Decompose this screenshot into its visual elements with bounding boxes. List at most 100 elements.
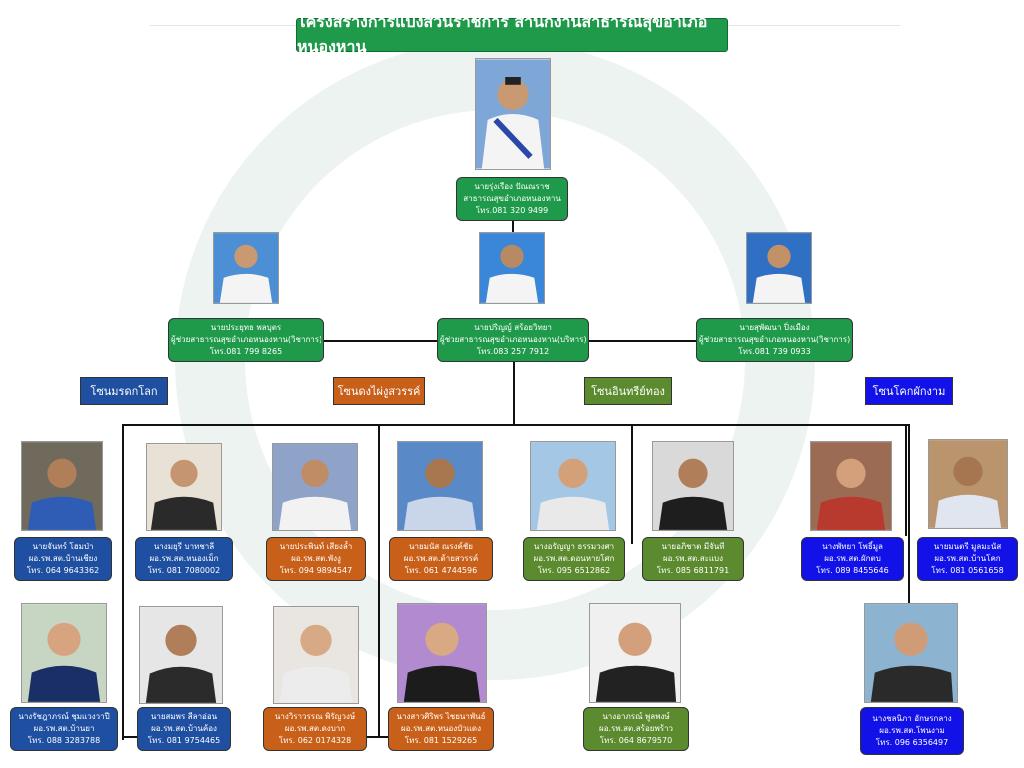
person-phone: โทร. 081 1529265 — [404, 736, 478, 745]
person-name: นางสาวศิริพร ไชยนาพันธ์ — [396, 712, 486, 721]
portrait-photo — [21, 603, 107, 703]
connector — [364, 736, 394, 738]
person-unit: ผอ.รพ.สต.พังงู — [291, 554, 341, 563]
portrait-photo — [397, 441, 483, 531]
person-unit: ผอ.รพ.สต.ดอนหายโศก — [533, 554, 615, 563]
person-name: นางรัชฎาภรณ์ ชุมแวงวาปี — [18, 712, 110, 721]
person-phone: โทร. 064 9643362 — [26, 566, 100, 575]
person-name: นางพัทยา โพธิ์มูล — [822, 542, 883, 551]
staff-card: นายจันทร์ โฮมป่า ผอ.รพ.สต.บ้านเชียง โทร.… — [14, 537, 112, 581]
person-unit: ผอ.รพ.สต.หนองเม็ก — [149, 554, 219, 563]
person-phone: โทร. 088 3283788 — [27, 736, 101, 745]
person-phone: โทร. 089 8455646 — [816, 566, 889, 575]
connector — [122, 736, 142, 738]
portrait-photo — [746, 232, 812, 304]
person-phone: โทร. 081 7080002 — [147, 566, 221, 575]
zone-label: โซนโคกผักงาม — [865, 377, 953, 405]
connector — [513, 358, 515, 425]
portrait-photo — [810, 441, 892, 531]
person-phone: โทร. 094 9894547 — [279, 566, 353, 575]
person-phone: โทร. 061 4744596 — [404, 566, 478, 575]
staff-card: นายมนตรี มูลมะนัส ผอ.รพ.สต.บ้านโคก โทร. … — [917, 537, 1018, 581]
staff-card: นางมยุรี บาทชาลี ผอ.รพ.สต.หนองเม็ก โทร. … — [135, 537, 233, 581]
portrait-photo — [652, 441, 734, 531]
staff-card: นายมนัส ณรงค์ชัย ผอ.รพ.สต.ด้ายสวรรค์ โทร… — [389, 537, 493, 581]
staff-card: นายอภิชาต มีจันที ผอ.รพ.สต.สะแบง โทร. 08… — [642, 537, 744, 581]
person-phone: โทร. 062 0174328 — [278, 736, 352, 745]
person-phone: โทร. 081 0561658 — [931, 566, 1004, 575]
person-name: นายอภิชาต มีจันที — [661, 542, 725, 551]
person-phone: โทร. 085 6811791 — [656, 566, 730, 575]
person-unit: ผอ.รพ.สต.บ้านเชียง — [28, 554, 98, 563]
connector — [122, 424, 124, 740]
staff-card: นายสมพร สีลาอ่อน ผอ.รพ.สต.บ้านค้อง โทร. … — [137, 707, 231, 751]
person-phone: โทร.081 739 0933 — [738, 347, 811, 356]
person-unit: ผอ.รพ.สต.ด้ายสวรรค์ — [403, 554, 479, 563]
person-name: นายมนัส ณรงค์ชัย — [409, 542, 473, 551]
portrait-photo — [864, 603, 958, 703]
person-unit: ผอ.รพ.สต.บ้านค้อง — [151, 724, 217, 733]
person-name: นายสมพร สีลาอ่อน — [150, 712, 218, 721]
person-name: นายปริญญ์ สร้อยวิทยา — [474, 323, 552, 332]
person-name: นางวิราวรรณ พิรัญวงษ์ — [274, 712, 356, 721]
staff-card: นางรัชฎาภรณ์ ชุมแวงวาปี ผอ.รพ.สต.บ้านยา … — [10, 707, 118, 751]
portrait-photo — [146, 443, 222, 531]
connector — [908, 424, 910, 604]
zone-label: โซนอินทรีย์ทอง — [584, 377, 672, 405]
connector — [122, 424, 908, 426]
person-phone: โทร. 064 8679570 — [599, 736, 673, 745]
portrait-photo — [139, 606, 223, 704]
portrait-photo — [213, 232, 279, 304]
person-name: นายจันทร์ โฮมป่า — [32, 542, 94, 551]
staff-card: นางสาวศิริพร ไชยนาพันธ์ ผอ.รพ.สต.หนองบัว… — [388, 707, 494, 751]
person-name: นางอาภรณ์ พูลพงษ์ — [602, 712, 670, 721]
staff-card: นางอาภรณ์ พูลพงษ์ ผอ.รพ.สต.สร้อยพร้าว โท… — [583, 707, 689, 751]
person-unit: ผอ.รพ.สต.บ้านยา — [33, 724, 95, 733]
portrait-photo — [272, 443, 358, 531]
staff-card: นายประพินท์ เสียงล้ำ ผอ.รพ.สต.พังงู โทร.… — [266, 537, 366, 581]
staff-card: นางชลนิภา อักษรกลาง ผอ.รพ.สต.โพนงาม โทร.… — [860, 707, 964, 755]
page-title: โครงสร้างการแบ่งส่วนราชการ สำนักงานสาธาร… — [296, 12, 728, 56]
person-name: นางมยุรี บาทชาลี — [153, 542, 215, 551]
head-card: นายรุ่งเรือง ปัณณราช สาธารณสุขอำเภอหนองห… — [456, 177, 568, 221]
connector — [905, 424, 907, 536]
portrait-photo — [479, 232, 545, 304]
person-role: สาธารณสุขอำเภอหนองหาน — [463, 194, 561, 203]
person-phone: โทร. 095 6512862 — [537, 566, 611, 575]
person-role: ผู้ช่วยสาธารณสุขอำเภอหนองหาน(วิชาการ) — [699, 335, 850, 344]
person-phone: โทร. 081 9754465 — [147, 736, 221, 745]
connector — [512, 220, 514, 232]
person-unit: ผอ.รพ.สต.บ้านโคก — [934, 554, 1001, 563]
person-role: ผู้ช่วยสาธารณสุขอำเภอหนองหาน(บริหาร) — [440, 335, 586, 344]
zone-label: โซนมรดกโลก — [80, 377, 168, 405]
portrait-photo — [21, 441, 103, 531]
staff-card: นางอรัญญา ธรรมวงศา ผอ.รพ.สต.ดอนหายโศก โท… — [523, 537, 625, 581]
connector — [631, 424, 633, 544]
person-unit: ผอ.รพ.สต.หนองบัวแดง — [400, 724, 482, 733]
person-unit: ผอ.รพ.สต.ดงบาก — [284, 724, 346, 733]
person-unit: ผอ.รพ.สต.ผักตบ — [824, 554, 881, 563]
connector — [378, 424, 380, 736]
portrait-photo — [397, 603, 487, 703]
deputy-card: นายประยุทธ พลบุตร ผู้ช่วยสาธารณสุขอำเภอห… — [168, 318, 324, 362]
portrait-photo — [530, 441, 616, 531]
person-name: นางอรัญญา ธรรมวงศา — [533, 542, 615, 551]
person-phone: โทร. 096 6356497 — [875, 738, 949, 747]
person-name: นางชลนิภา อักษรกลาง — [872, 714, 952, 723]
person-name: นายประยุทธ พลบุตร — [210, 323, 282, 332]
portrait-photo — [475, 58, 551, 170]
person-unit: ผอ.รพ.สต.สร้อยพร้าว — [599, 724, 673, 733]
staff-card: นางวิราวรรณ พิรัญวงษ์ ผอ.รพ.สต.ดงบาก โทร… — [263, 707, 367, 751]
person-name: นายประพินท์ เสียงล้ำ — [279, 542, 353, 551]
person-role: ผู้ช่วยสาธารณสุขอำเภอหนองหาน(วิชาการ) — [171, 335, 321, 344]
portrait-photo — [928, 439, 1008, 529]
portrait-photo — [589, 603, 681, 703]
deputy-card: นายปริญญ์ สร้อยวิทยา ผู้ช่วยสาธารณสุขอำเ… — [437, 318, 589, 362]
person-phone: โทร.081 320 9499 — [475, 206, 549, 215]
person-unit: ผอ.รพ.สต.สะแบง — [662, 554, 724, 563]
staff-card: นางพัทยา โพธิ์มูล ผอ.รพ.สต.ผักตบ โทร. 08… — [801, 537, 904, 581]
person-name: นายสุพัฒนา ปิ่งเมือง — [739, 323, 810, 332]
person-phone: โทร.083 257 7912 — [476, 347, 550, 356]
portrait-photo — [273, 606, 359, 704]
person-name: นายมนตรี มูลมะนัส — [933, 542, 1002, 551]
